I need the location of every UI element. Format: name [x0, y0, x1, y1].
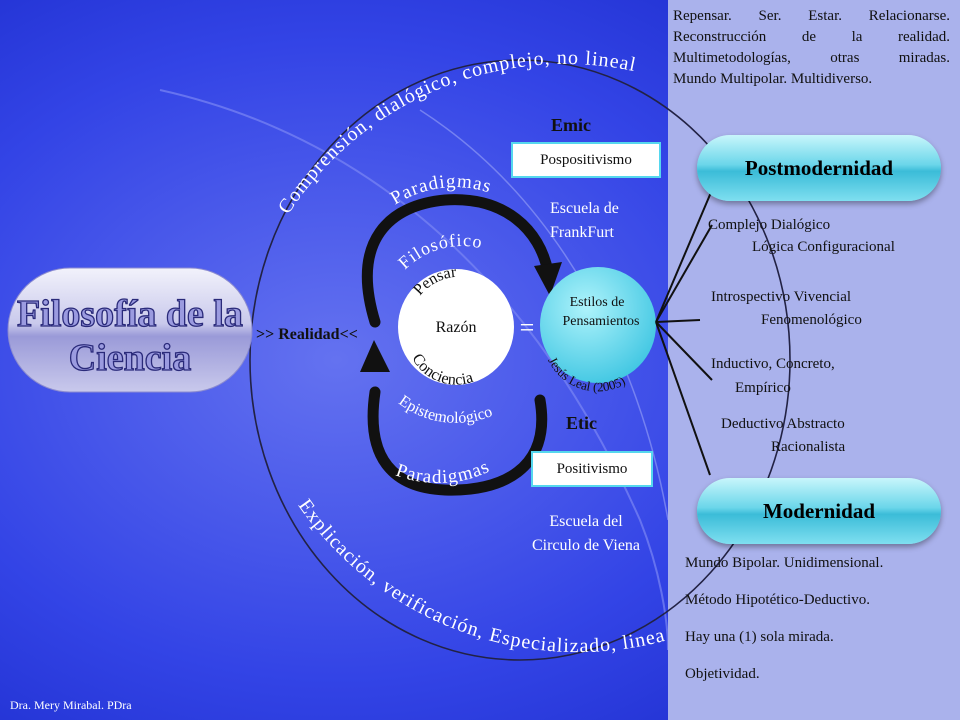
big-oval: [249, 59, 791, 661]
method-3-line-1: Inductivo, Concreto,: [711, 356, 835, 372]
method-deductivo: Deductivo Abstracto Racionalista: [721, 413, 845, 459]
method-3-line-2: Empírico: [735, 380, 791, 396]
postmodern-header-3: Multimetodologías, otras miradas.: [673, 50, 950, 66]
viena-line-1: Escuela del: [549, 513, 623, 530]
title-line-1: Filosofía de la: [17, 293, 243, 335]
modernidad-pill: Modernidad: [697, 478, 941, 544]
center-circle: [398, 269, 514, 385]
postmodern-header: Repensar. Ser. Estar. Relacionarse. Reco…: [673, 6, 950, 90]
emic-label: Emic: [551, 115, 591, 135]
bottom-arrowhead: [360, 340, 390, 372]
decorative-curve: [159, 89, 669, 651]
viena-line-2: Circulo de Viena: [531, 537, 641, 554]
method-inductivo: Inductivo, Concreto, Empírico: [711, 352, 835, 400]
frankfurt-line-2: FrankFurt: [550, 224, 614, 241]
modernidad-item: Mundo Bipolar. Unidimensional.: [685, 555, 884, 571]
postmodern-header-1: Repensar. Ser. Estar. Relacionarse.: [673, 8, 950, 24]
frankfurt-line-1: Escuela de: [550, 200, 619, 217]
realidad-label: >> Realidad<<: [256, 326, 358, 343]
modernidad-item: Objetividad.: [685, 666, 760, 682]
top-cycle-arrow: [361, 194, 554, 328]
modernidad-item: Hay una (1) sola mirada.: [685, 629, 834, 645]
method-2-line-2: Fenomenológico: [761, 312, 862, 328]
method-1-line-1: Complejo Dialógico: [708, 217, 831, 233]
modernidad-item: Método Hipotético-Deductivo.: [685, 592, 870, 608]
right-panel: [668, 0, 960, 720]
estilos-line-1: Estilos de: [570, 295, 625, 310]
postmodernidad-pill: Postmodernidad: [697, 135, 941, 201]
method-complejo: Complejo Dialógico Lógica Configuraciona…: [708, 214, 895, 258]
equals-sign: =: [520, 313, 535, 342]
estilos-circle: [540, 267, 656, 383]
method-4-line-2: Racionalista: [771, 439, 846, 455]
postmodern-header-2: Reconstrucción de la realidad.: [673, 29, 950, 45]
postmodern-header-4: Mundo Multipolar. Multidiverso.: [673, 71, 873, 87]
frankfurt-school: Escuela de FrankFurt: [550, 197, 619, 245]
title-pill: Filosofía de la Ciencia: [7, 267, 253, 393]
author-credit: Dra. Mery Mirabal. PDra: [10, 698, 132, 712]
estilos-line-2: Pensamientos: [563, 314, 640, 329]
pospositivismo-box: Pospositivismo: [511, 142, 661, 178]
method-4-line-1: Deductivo Abstracto: [721, 416, 845, 432]
positivismo-box: Positivismo: [531, 451, 653, 487]
top-arrowhead: [534, 262, 562, 296]
razon-label: Razón: [436, 319, 477, 336]
fan-lines: [655, 189, 713, 476]
modernidad-list: Mundo Bipolar. Unidimensional. Método Hi…: [685, 545, 883, 693]
bottom-cycle-arrow: [367, 386, 548, 496]
title-line-2: Ciencia: [69, 337, 191, 379]
etic-label: Etic: [566, 413, 597, 433]
method-1-line-2: Lógica Configuracional: [752, 239, 895, 255]
method-introspectivo: Introspectivo Vivencial Fenomenológico: [711, 286, 862, 332]
viena-school: Escuela del Circulo de Viena: [510, 510, 662, 558]
method-2-line-1: Introspectivo Vivencial: [711, 289, 852, 305]
